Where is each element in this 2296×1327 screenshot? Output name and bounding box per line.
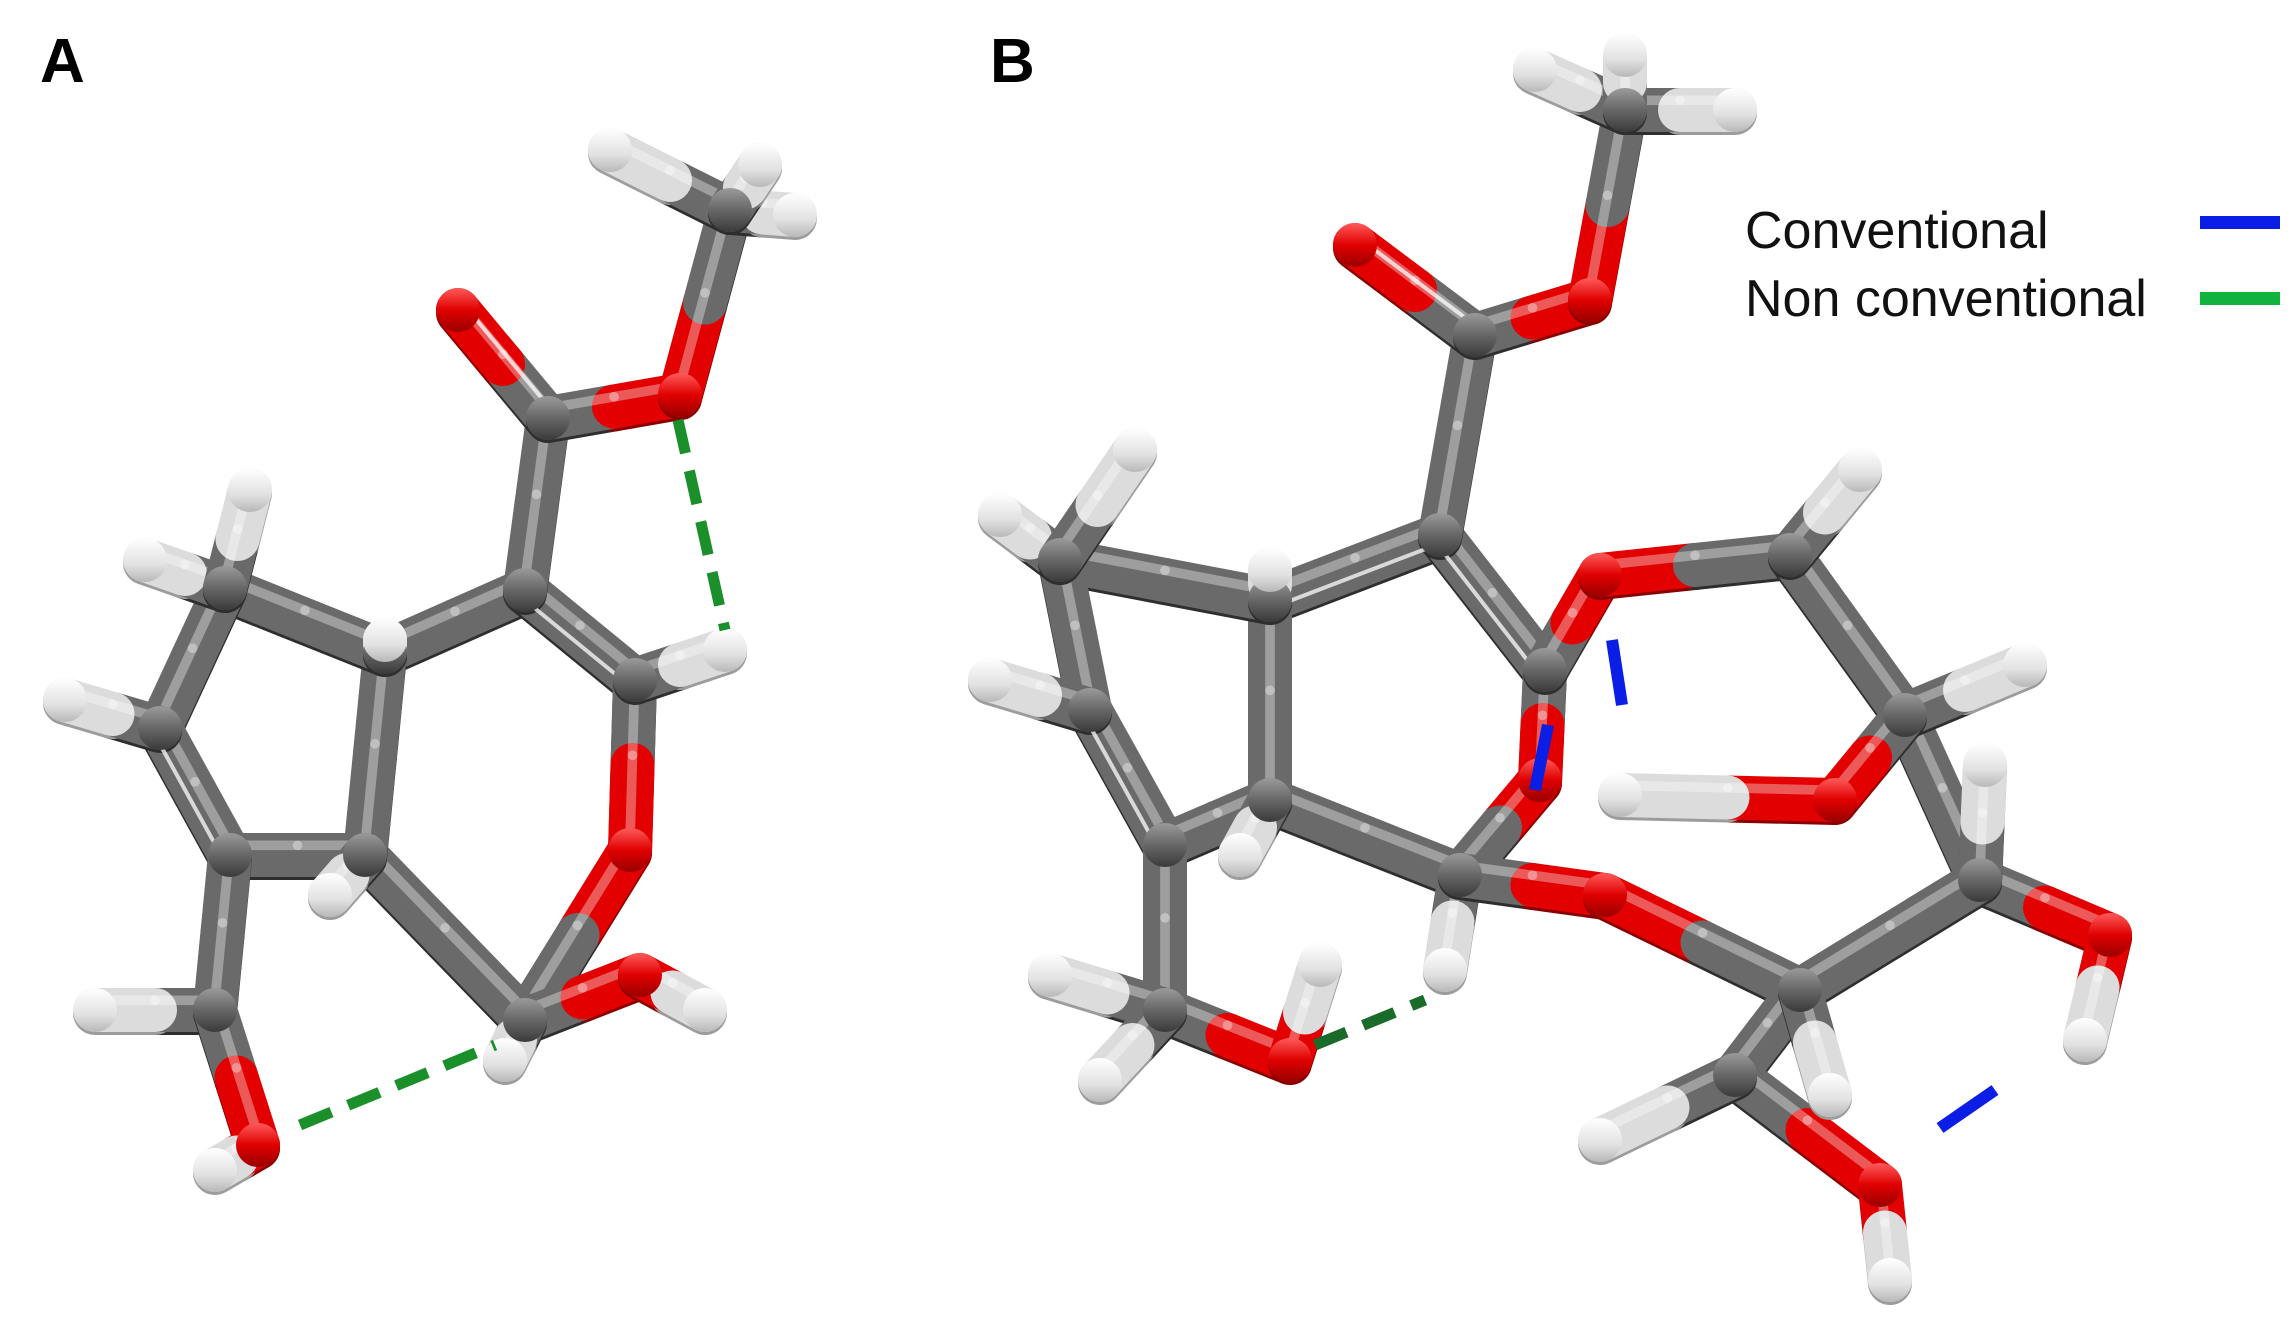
mol-b-atom-h15-hydrogen bbox=[1963, 743, 2007, 787]
panel-label-b: B bbox=[990, 27, 1035, 96]
hbonds-b bbox=[1312, 639, 1999, 1133]
mol-a-atom-o5-oxygen bbox=[236, 1123, 280, 1167]
mol-b-atom-o3-oxygen bbox=[1333, 223, 1377, 267]
mol-b-atom-c15-carbon bbox=[1778, 968, 1822, 1012]
mol-b-atom-h19-hydrogen bbox=[1578, 1118, 1622, 1162]
mol-b-atom-h2-hydrogen bbox=[1713, 88, 1757, 132]
mol-b-atom-h6-hydrogen bbox=[1218, 833, 1262, 877]
mol-b-atom-h11-hydrogen bbox=[1078, 1058, 1122, 1102]
mol-b-atom-o5-oxygen bbox=[1578, 553, 1622, 597]
mol-a-atom-c8-carbon bbox=[503, 568, 547, 612]
mol-b-atom-h17-hydrogen bbox=[1598, 773, 1642, 817]
mol-b-atom-h3-hydrogen bbox=[1603, 33, 1647, 77]
legend-label-conventional: Conventional bbox=[1745, 202, 2049, 260]
mol-b-atom-c16-carbon bbox=[1713, 1053, 1757, 1097]
mol-b-atom-o6-oxygen bbox=[2088, 913, 2132, 957]
mol-a-atom-h8-hydrogen bbox=[363, 618, 407, 662]
panel-label-a: A bbox=[40, 27, 85, 96]
mol-b-atom-h18-hydrogen bbox=[1808, 1073, 1852, 1117]
mol-a-atom-c6-carbon bbox=[193, 988, 237, 1032]
mol-b-atom-c6-carbon bbox=[1068, 688, 1112, 732]
mol-a-atom-c3-carbon bbox=[208, 833, 252, 877]
mol-b-atom-h4-hydrogen bbox=[1248, 548, 1292, 592]
mol-a-atom-c4-carbon bbox=[138, 706, 182, 750]
mol-a-atom-c5-carbon bbox=[203, 566, 247, 610]
mol-b-atom-c8-carbon bbox=[1143, 823, 1187, 867]
mol-a-atom-h4-hydrogen bbox=[703, 628, 747, 672]
mol-a-atom-h2-hydrogen bbox=[773, 193, 817, 237]
mol-b-atom-c9-carbon bbox=[1143, 988, 1187, 1032]
mol-b-atom-h16-hydrogen bbox=[2063, 1018, 2107, 1062]
mol-a-atom-h11-hydrogen bbox=[228, 468, 272, 512]
mol-b-atom-c4-carbon bbox=[1438, 853, 1482, 897]
mol-b-atom-h7-hydrogen bbox=[978, 493, 1022, 537]
mol-b-atom-o9-oxygen bbox=[1858, 1163, 1902, 1207]
hbond-b-conventional-1 bbox=[1606, 639, 1628, 706]
mol-a-atom-h7-hydrogen bbox=[308, 873, 352, 917]
mol-b-atom-c14-carbon bbox=[1958, 858, 2002, 902]
mol-a-atom-c11-carbon bbox=[708, 188, 752, 232]
legend-swatch-conventional bbox=[2200, 216, 2280, 229]
mol-b-atom-h1-hydrogen bbox=[1513, 48, 1557, 92]
mol-b-atom-h13-hydrogen bbox=[1838, 448, 1882, 492]
mol-a-atom-h3-hydrogen bbox=[738, 143, 782, 187]
mol-a-atom-o1-oxygen bbox=[608, 828, 652, 872]
molecule-b bbox=[968, 33, 2132, 1305]
mol-b-atom-h5-hydrogen bbox=[1423, 948, 1467, 992]
mol-a-atom-h1-hydrogen bbox=[588, 128, 632, 172]
mol-b-atom-h9-hydrogen bbox=[968, 658, 1012, 702]
mol-a-atom-h12-hydrogen bbox=[73, 988, 117, 1032]
legend-label-nonconventional: Non conventional bbox=[1745, 270, 2147, 328]
mol-b-atom-c13-carbon bbox=[1883, 693, 1927, 737]
mol-b-atom-c10-carbon bbox=[1453, 313, 1497, 357]
molecule-a bbox=[43, 128, 817, 1195]
mol-b-atom-o8-oxygen bbox=[1813, 778, 1857, 822]
mol-b-atom-c2-carbon bbox=[1418, 513, 1462, 557]
mol-a-atom-o3-oxygen bbox=[436, 288, 480, 332]
mol-b-atom-c11-carbon bbox=[1603, 88, 1647, 132]
legend: Conventional Non conventional bbox=[1745, 202, 2280, 328]
mol-b-atom-h20-hydrogen bbox=[1868, 1258, 1912, 1302]
hbonds-a bbox=[297, 418, 731, 1131]
hbond-b-conventional-3 bbox=[1936, 1085, 1999, 1133]
mol-b-atom-h12-hydrogen bbox=[1298, 943, 1342, 987]
mol-b-atom-c12-carbon bbox=[1768, 533, 1812, 577]
mol-a-atom-h13-hydrogen bbox=[193, 1148, 237, 1192]
mol-b-atom-o4-oxygen bbox=[1568, 278, 1612, 322]
hbond-b-conventional-2 bbox=[1529, 723, 1554, 792]
mol-a-atom-h6-hydrogen bbox=[483, 1038, 527, 1082]
legend-swatch-nonconventional bbox=[2200, 292, 2280, 305]
mol-b-atom-c3-carbon bbox=[1523, 648, 1567, 692]
mol-b-atom-o2-oxygen bbox=[1268, 1038, 1312, 1082]
mol-a-atom-c2-carbon bbox=[503, 998, 547, 1042]
mol-a-atom-h10-hydrogen bbox=[123, 538, 167, 582]
hbond-b-nonconventional bbox=[1312, 994, 1428, 1051]
mol-a-atom-c7-carbon bbox=[343, 833, 387, 877]
mol-a-atom-o4-oxygen bbox=[658, 373, 702, 417]
mol-a-atom-c10-carbon bbox=[526, 396, 570, 440]
mol-a-atom-o2-oxygen bbox=[618, 953, 662, 997]
mol-b-atom-o7-oxygen bbox=[1583, 873, 1627, 917]
hbond-a-bottom-nonconventional bbox=[297, 1039, 498, 1131]
mol-b-atom-c7-carbon bbox=[1038, 538, 1082, 582]
mol-a-atom-c9-carbon bbox=[613, 658, 657, 702]
mol-a-atom-h5-hydrogen bbox=[683, 988, 727, 1032]
mol-b-atom-h14-hydrogen bbox=[2003, 643, 2047, 687]
mol-b-atom-h8-hydrogen bbox=[1113, 428, 1157, 472]
mol-b-atom-c5-carbon bbox=[1248, 778, 1292, 822]
mol-a-atom-h9-hydrogen bbox=[43, 678, 87, 722]
hbond-a-top-nonconventional bbox=[672, 418, 731, 632]
mol-b-atom-h10-hydrogen bbox=[1028, 953, 1072, 997]
